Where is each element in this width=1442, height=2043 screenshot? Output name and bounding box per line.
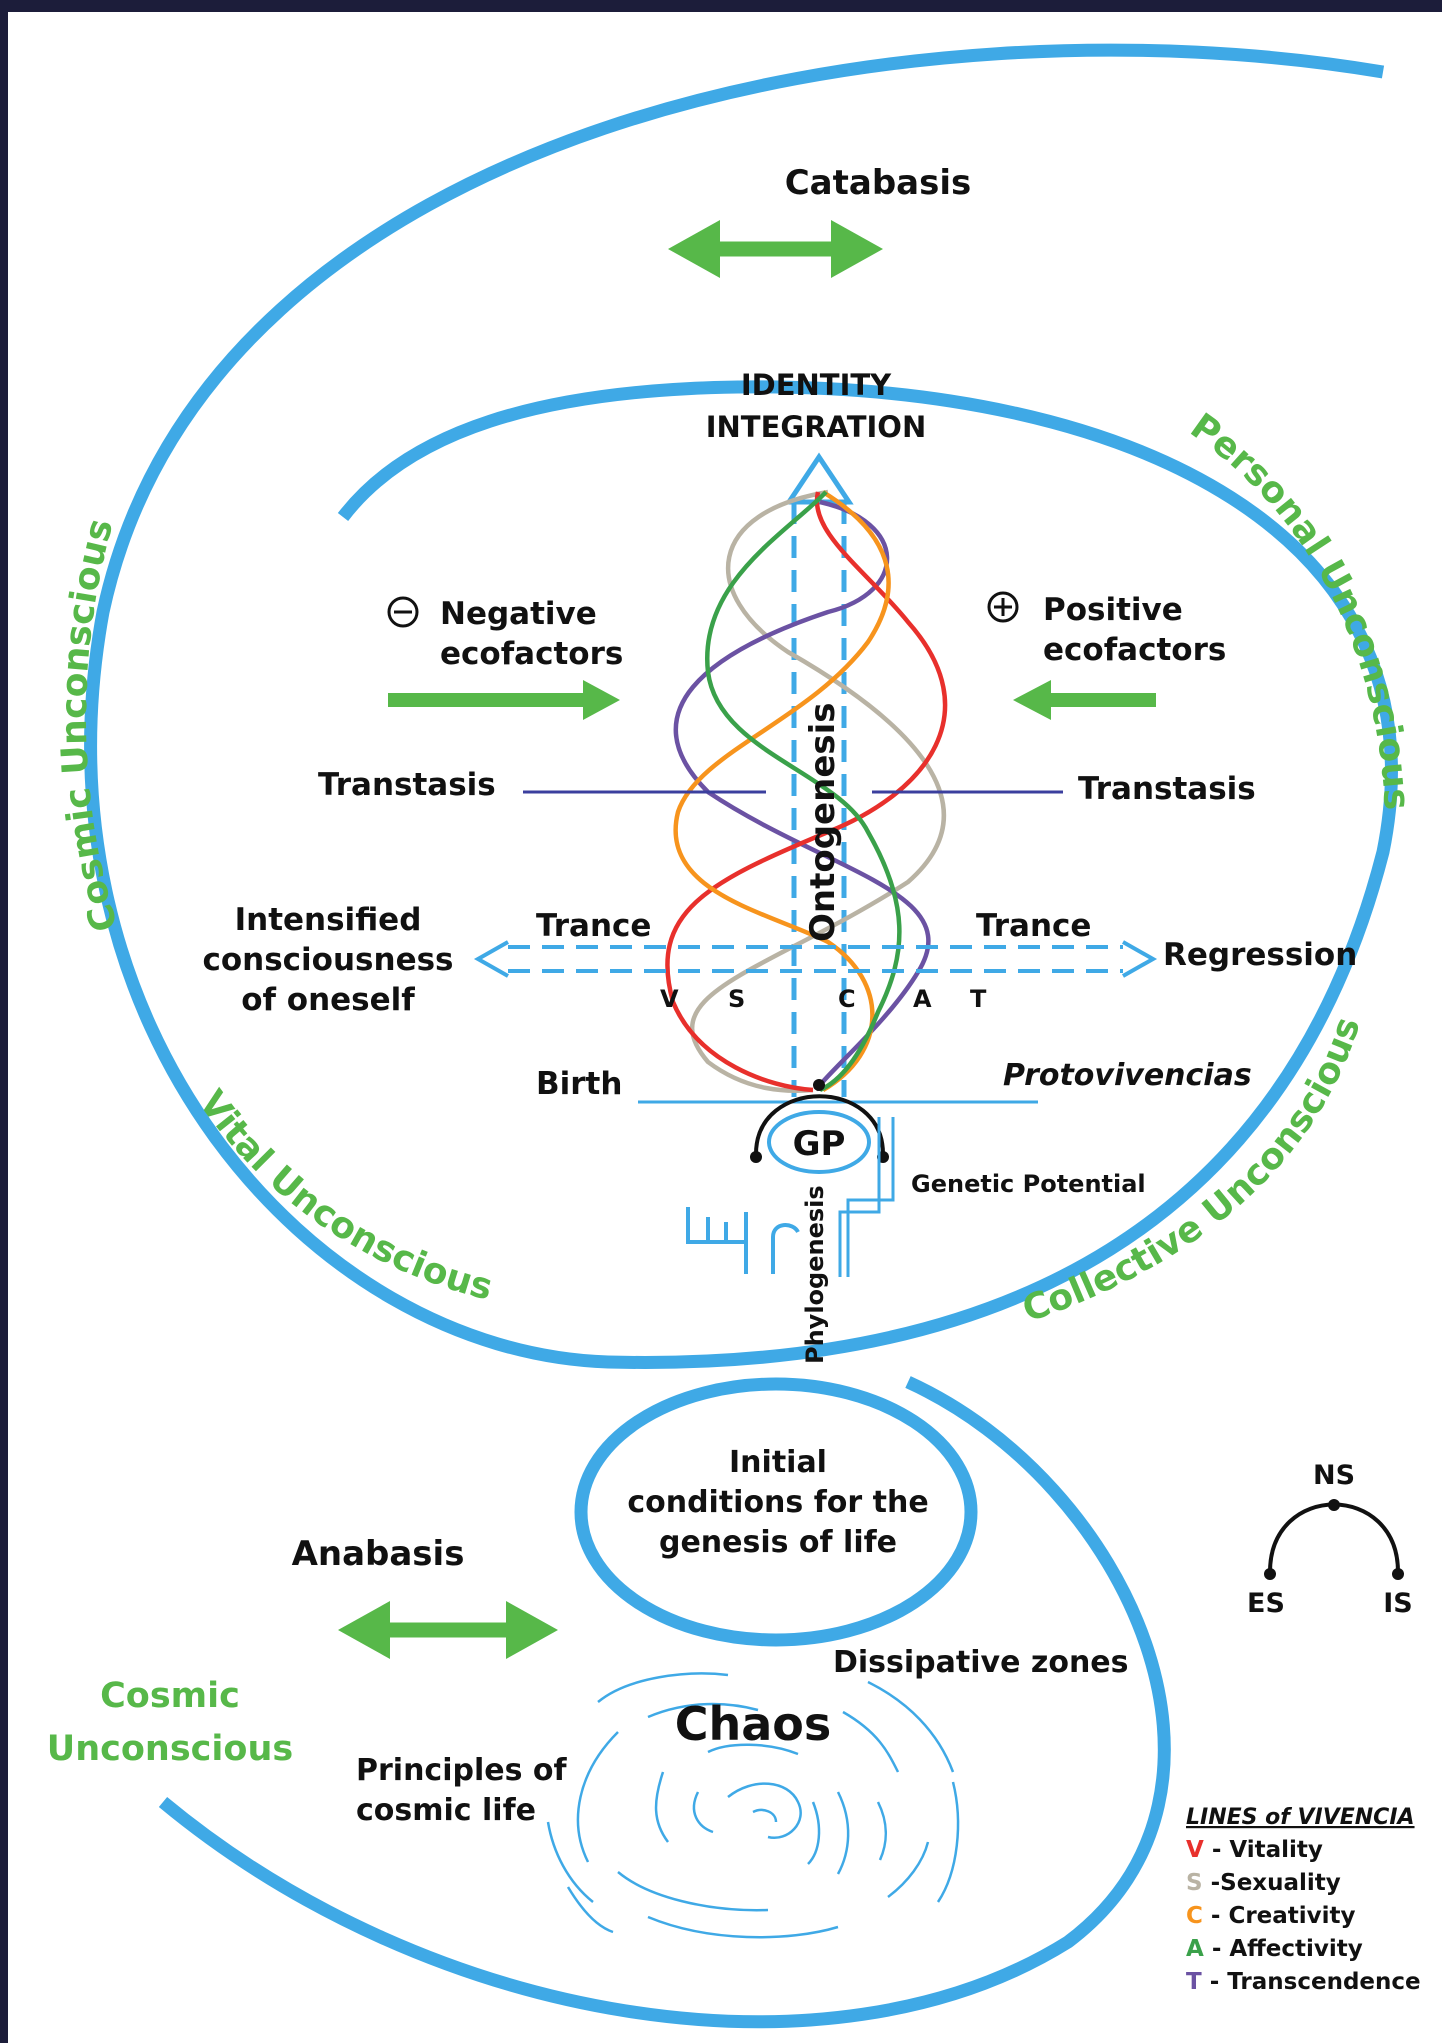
creativity-line [673,490,891,1092]
affectivity-line [705,490,902,1093]
plus-icon [987,591,1019,623]
personal-unconscious-label: Personal Unconscious [1183,406,1417,811]
genetic-potential-node: GP Genetic Potential [750,1079,1146,1277]
letter-t: T [970,985,987,1013]
es-label: ES [1247,1588,1285,1619]
negative-label-line2: ecofactors [440,636,623,672]
cosmic-unconscious-bottom-line1: Cosmic [100,1676,240,1716]
identity-label-line2: INTEGRATION [706,410,926,444]
trance-left-label: Trance [536,908,651,944]
initial-conditions-oval [574,1377,978,1647]
inner-spiral-arc [158,1376,1171,2029]
negative-label-line1: Negative [440,596,597,632]
phylogenesis-roots [686,1207,800,1274]
letter-a: A [913,985,932,1013]
principles-label-line2: cosmic life [356,1793,536,1828]
cosmic-unconscious-bottom-line2: Unconscious [47,1729,293,1769]
positive-ecofactors: Positive ecofactors [987,591,1226,720]
ns-label: NS [1313,1460,1355,1491]
chaos-label: Chaos [675,1697,832,1751]
legend-item-transcendence: T - Transcendence [1186,1969,1421,1995]
anabasis-label: Anabasis [292,1534,465,1574]
principles-label-line1: Principles of [356,1753,568,1788]
biocentric-diagram: Catabasis IDENTITY INTEGRATION Cosmic Un… [47,43,1421,2029]
legend-item-creativity: C - Creativity [1186,1903,1356,1929]
positive-label-line1: Positive [1043,592,1183,628]
catabasis-label: Catabasis [785,163,972,203]
legend-item-affectivity: A - Affectivity [1186,1936,1363,1962]
legend-item-sexuality: S -Sexuality [1186,1870,1341,1896]
genetic-potential-label: Genetic Potential [911,1170,1146,1198]
intensified-label-line3: of oneself [241,982,415,1018]
gp-arc [754,1094,885,1155]
minus-icon [387,596,419,628]
dissipative-label: Dissipative zones [833,1645,1129,1680]
catabasis-arrow [668,220,883,278]
gp-label: GP [793,1124,846,1164]
trance-right-label: Trance [976,908,1091,944]
legend-title: LINES of VIVENCIA [1186,1805,1415,1830]
letter-s: S [728,985,745,1013]
intensified-label-line2: consciousness [202,942,453,978]
initial-label-line3: genesis of life [659,1525,897,1560]
gp-oval [767,1110,871,1174]
ontogenesis-label: Ontogenesis [803,702,843,942]
intensified-label-line1: Intensified [235,902,422,938]
ns-es-is-node: NS ES IS [1247,1460,1413,1619]
identity-label-line1: IDENTITY [741,368,892,402]
birth-label: Birth [536,1066,622,1102]
positive-label-line2: ecofactors [1043,632,1226,668]
chaos-swirl [546,1672,960,1939]
ns-arc [1268,1502,1400,1573]
trance-axis [473,940,1158,978]
legend: LINES of VIVENCIA V - Vitality S -Sexual… [1186,1805,1421,1995]
transtasis-right-label: Transtasis [1078,771,1256,807]
transtasis-left-label: Transtasis [318,767,496,803]
regression-label: Regression [1163,937,1357,973]
vitality-line [665,491,948,1093]
spiral-outline [84,43,1398,2029]
negative-ecofactors: Negative ecofactors [387,596,623,720]
anabasis-arrow [338,1601,558,1659]
diagram-canvas: Catabasis IDENTITY INTEGRATION Cosmic Un… [8,12,1442,2043]
protovivencias-label: Protovivencias [1003,1058,1252,1093]
phylogenesis-label: Phylogenesis [801,1185,829,1364]
letter-c: C [838,985,856,1013]
initial-label-line1: Initial [729,1445,827,1480]
legend-item-vitality: V - Vitality [1186,1837,1323,1863]
letter-v: V [660,985,679,1013]
initial-label-line2: conditions for the [627,1485,928,1520]
outer-spiral-arc [84,43,1398,1369]
is-label: IS [1383,1588,1413,1619]
